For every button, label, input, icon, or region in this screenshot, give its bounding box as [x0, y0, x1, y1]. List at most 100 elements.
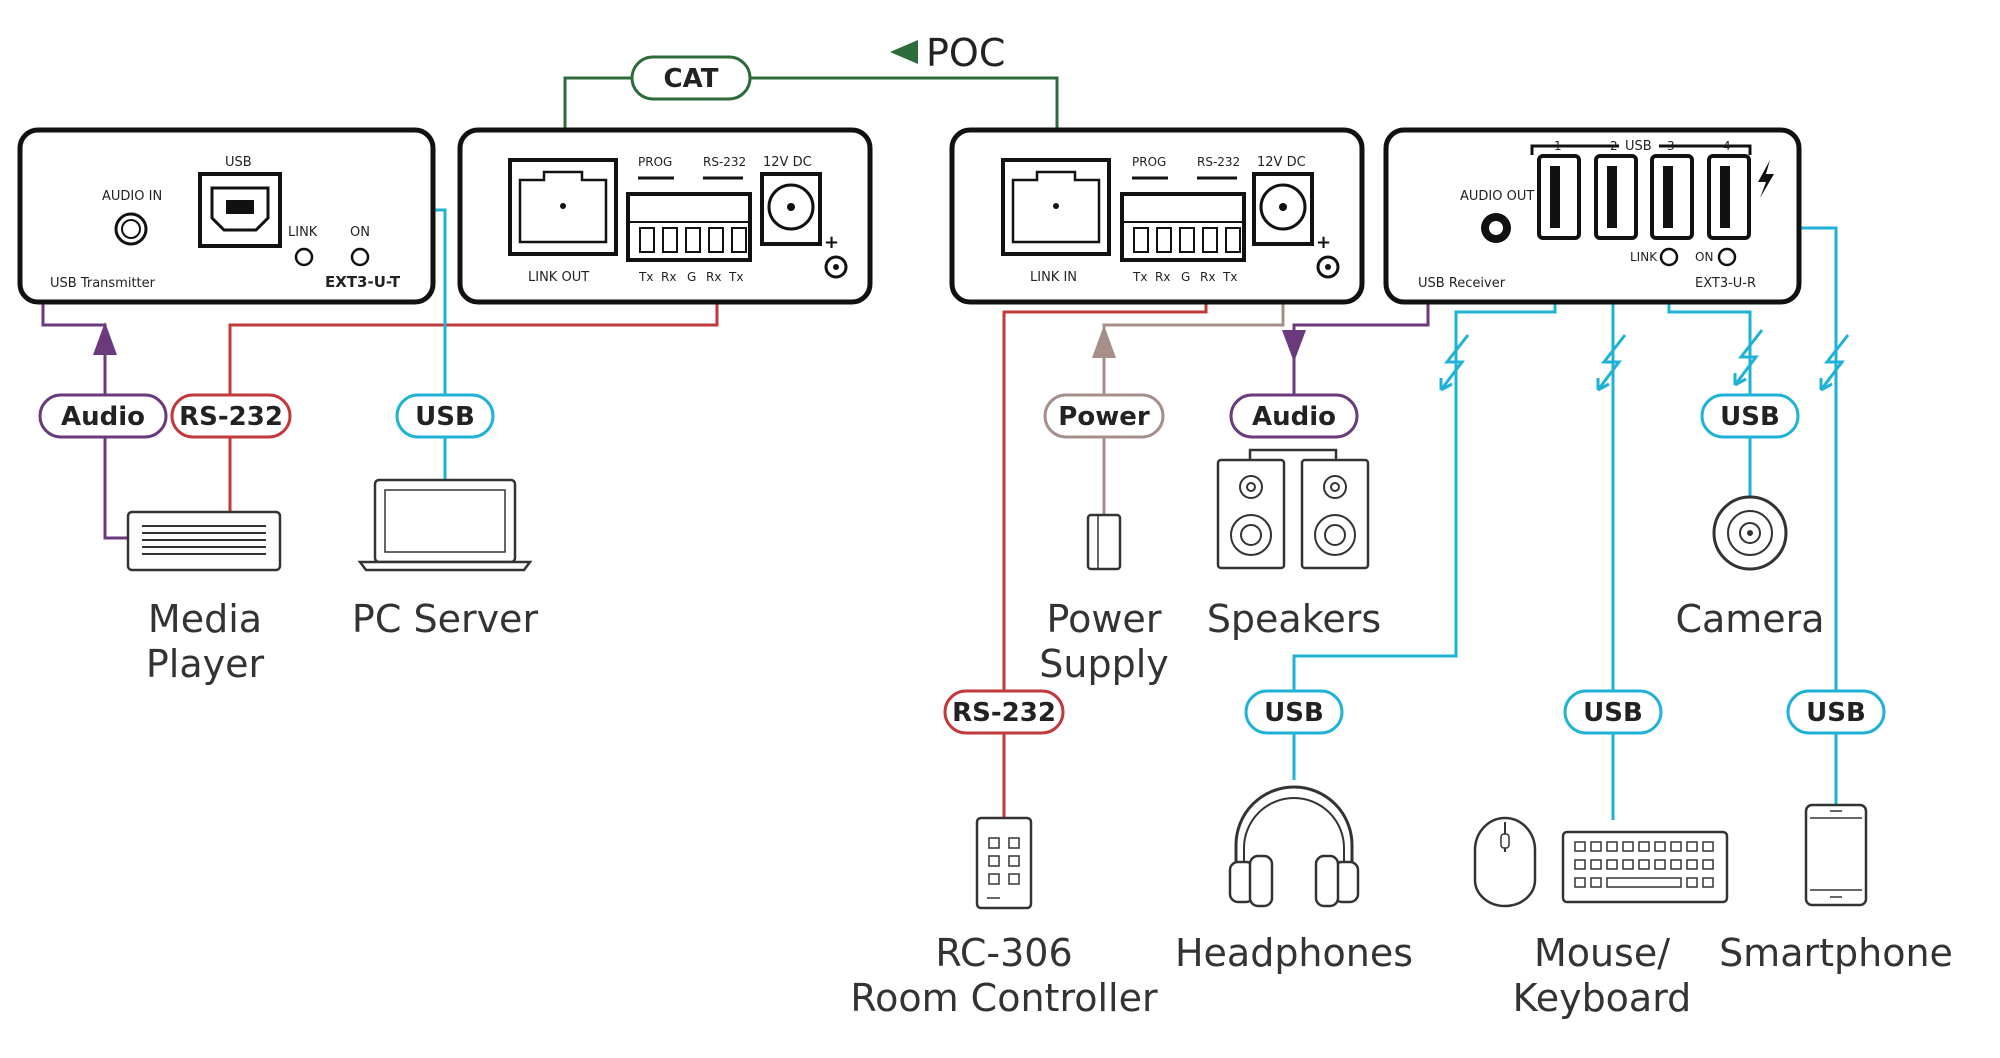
power-supply-icon	[1086, 513, 1122, 571]
svg-text:USB: USB	[1583, 698, 1643, 728]
receiver-front-panel: AUDIO OUT USB Receiver USB 1 2 3 4 LINK …	[1383, 127, 1802, 305]
tx-rs232-label: RS-232	[703, 155, 746, 169]
svg-text:USB: USB	[1720, 402, 1780, 432]
poc-label: POC	[926, 31, 1005, 75]
svg-text:CAT: CAT	[664, 64, 719, 94]
usb-bolt-4	[1819, 334, 1850, 392]
usb-a-port-1	[1537, 154, 1581, 240]
svg-text:Power: Power	[1058, 402, 1150, 432]
usb-port-num-1: 1	[1554, 139, 1562, 153]
audio-out-label: AUDIO OUT	[1460, 189, 1534, 204]
rx-usb-label: USB	[1625, 139, 1652, 154]
tx-link-led	[294, 247, 314, 267]
rs232-rx-pill: RS-232	[943, 689, 1065, 735]
tx-link-label: LINK	[288, 225, 318, 240]
receiver-name: USB Receiver	[1418, 276, 1506, 291]
transmitter-model: EXT3-U-T	[325, 273, 401, 291]
rs232-tx-cable	[228, 272, 719, 512]
tx-dc-label: 12V DC	[763, 155, 812, 170]
usb-smartphone-pill: USB	[1786, 689, 1886, 735]
svg-text:RS-232: RS-232	[952, 698, 1056, 728]
rx-pin-5: Tx	[1222, 270, 1237, 284]
smartphone-icon	[1804, 803, 1868, 907]
rs232-tx-pill: RS-232	[170, 393, 292, 439]
power-arrow	[1092, 325, 1116, 358]
rx-on-led	[1717, 247, 1737, 267]
mouse-icon	[1473, 816, 1537, 908]
receiver-rear-panel: LINK IN PROG RS-232 Tx Rx G Rx Tx 12V DC…	[949, 127, 1365, 305]
usb-a-port-3	[1650, 154, 1694, 240]
headphones-label: Headphones	[1175, 931, 1413, 975]
audio-tx-pill: Audio	[38, 393, 168, 439]
usb-camera-pill: USB	[1700, 393, 1800, 439]
tx-pin-5: Tx	[728, 270, 743, 284]
room-controller-label-1: RC-306	[935, 931, 1072, 975]
room-controller-icon	[975, 816, 1033, 910]
cat-pill: CAT	[630, 55, 752, 101]
speakers-icon	[1216, 448, 1370, 570]
tx-on-label: ON	[350, 225, 370, 240]
usb-bolt-1	[1439, 334, 1470, 392]
camera-label: Camera	[1675, 597, 1824, 641]
rx-pin-3: G	[1181, 270, 1190, 284]
svg-text:USB: USB	[415, 402, 475, 432]
rx-on-label: ON	[1695, 250, 1713, 264]
audio-tx-arrow	[93, 322, 117, 355]
svg-text:USB: USB	[1806, 698, 1866, 728]
tx-terminal-block	[626, 192, 752, 262]
room-controller-label-2: Room Controller	[850, 976, 1158, 1020]
power-supply-label-2: Supply	[1039, 642, 1169, 686]
svg-text:RS-232: RS-232	[179, 402, 283, 432]
usb-port-num-3: 3	[1667, 139, 1675, 153]
svg-text:+: +	[824, 232, 839, 253]
media-player-icon	[126, 510, 282, 572]
charge-bolt-icon	[1758, 160, 1774, 198]
keyboard-icon	[1561, 830, 1729, 904]
mouse-keyboard-label-1: Mouse/	[1534, 931, 1670, 975]
mouse-keyboard-label-2: Keyboard	[1513, 976, 1692, 1020]
audio-rx-arrow	[1282, 330, 1306, 362]
smartphone-label: Smartphone	[1719, 931, 1953, 975]
rx-link-led	[1659, 247, 1679, 267]
usb-port-label: USB	[225, 155, 252, 170]
usb-port-num-4: 4	[1723, 139, 1731, 153]
tx-pin-3: G	[687, 270, 696, 284]
usb-port-num-2: 2	[1610, 139, 1618, 153]
link-in-label: LINK IN	[1030, 270, 1077, 285]
media-player-label-2: Player	[146, 642, 265, 686]
svg-text:Audio: Audio	[1252, 402, 1336, 432]
usb-a-port-2	[1594, 154, 1638, 240]
rx-rs232-label: RS-232	[1197, 155, 1240, 169]
usb-keyboard-pill: USB	[1563, 689, 1663, 735]
headphones-icon	[1228, 785, 1360, 908]
power-pill: Power	[1043, 393, 1165, 439]
rx-pin-2: Rx	[1155, 270, 1170, 284]
usb-bolt-3	[1733, 329, 1764, 387]
usb-bolt-2	[1596, 334, 1627, 392]
media-player-label-1: Media	[148, 597, 262, 641]
transmitter-name: USB Transmitter	[50, 276, 156, 291]
tx-pin-2: Rx	[661, 270, 676, 284]
speakers-label: Speakers	[1207, 597, 1381, 641]
laptop-icon	[357, 478, 533, 572]
tx-pin-1: Tx	[638, 270, 653, 284]
usb-a-port-4	[1707, 154, 1751, 240]
rx-pin-4: Rx	[1200, 270, 1215, 284]
power-supply-label-1: Power	[1047, 597, 1162, 641]
rx-dc-label: 12V DC	[1257, 155, 1306, 170]
tx-prog-label: PROG	[638, 155, 672, 169]
rx-prog-label: PROG	[1132, 155, 1166, 169]
svg-text:USB: USB	[1264, 698, 1324, 728]
rx-terminal-block	[1120, 192, 1246, 262]
camera-icon	[1712, 495, 1788, 571]
audio-rx-pill: Audio	[1229, 393, 1359, 439]
transmitter-front-panel: AUDIO IN USB LINK ON USB Transmitter EXT…	[17, 127, 436, 305]
link-out-label: LINK OUT	[528, 270, 589, 285]
usb-headphones-pill: USB	[1244, 689, 1344, 735]
pc-server-label: PC Server	[352, 597, 539, 641]
transmitter-rear-panel: LINK OUT PROG RS-232 Tx Rx G Rx Tx 12V D…	[457, 127, 873, 305]
receiver-model: EXT3-U-R	[1695, 276, 1756, 291]
tx-pin-4: Rx	[706, 270, 721, 284]
svg-text:+: +	[1316, 232, 1331, 253]
